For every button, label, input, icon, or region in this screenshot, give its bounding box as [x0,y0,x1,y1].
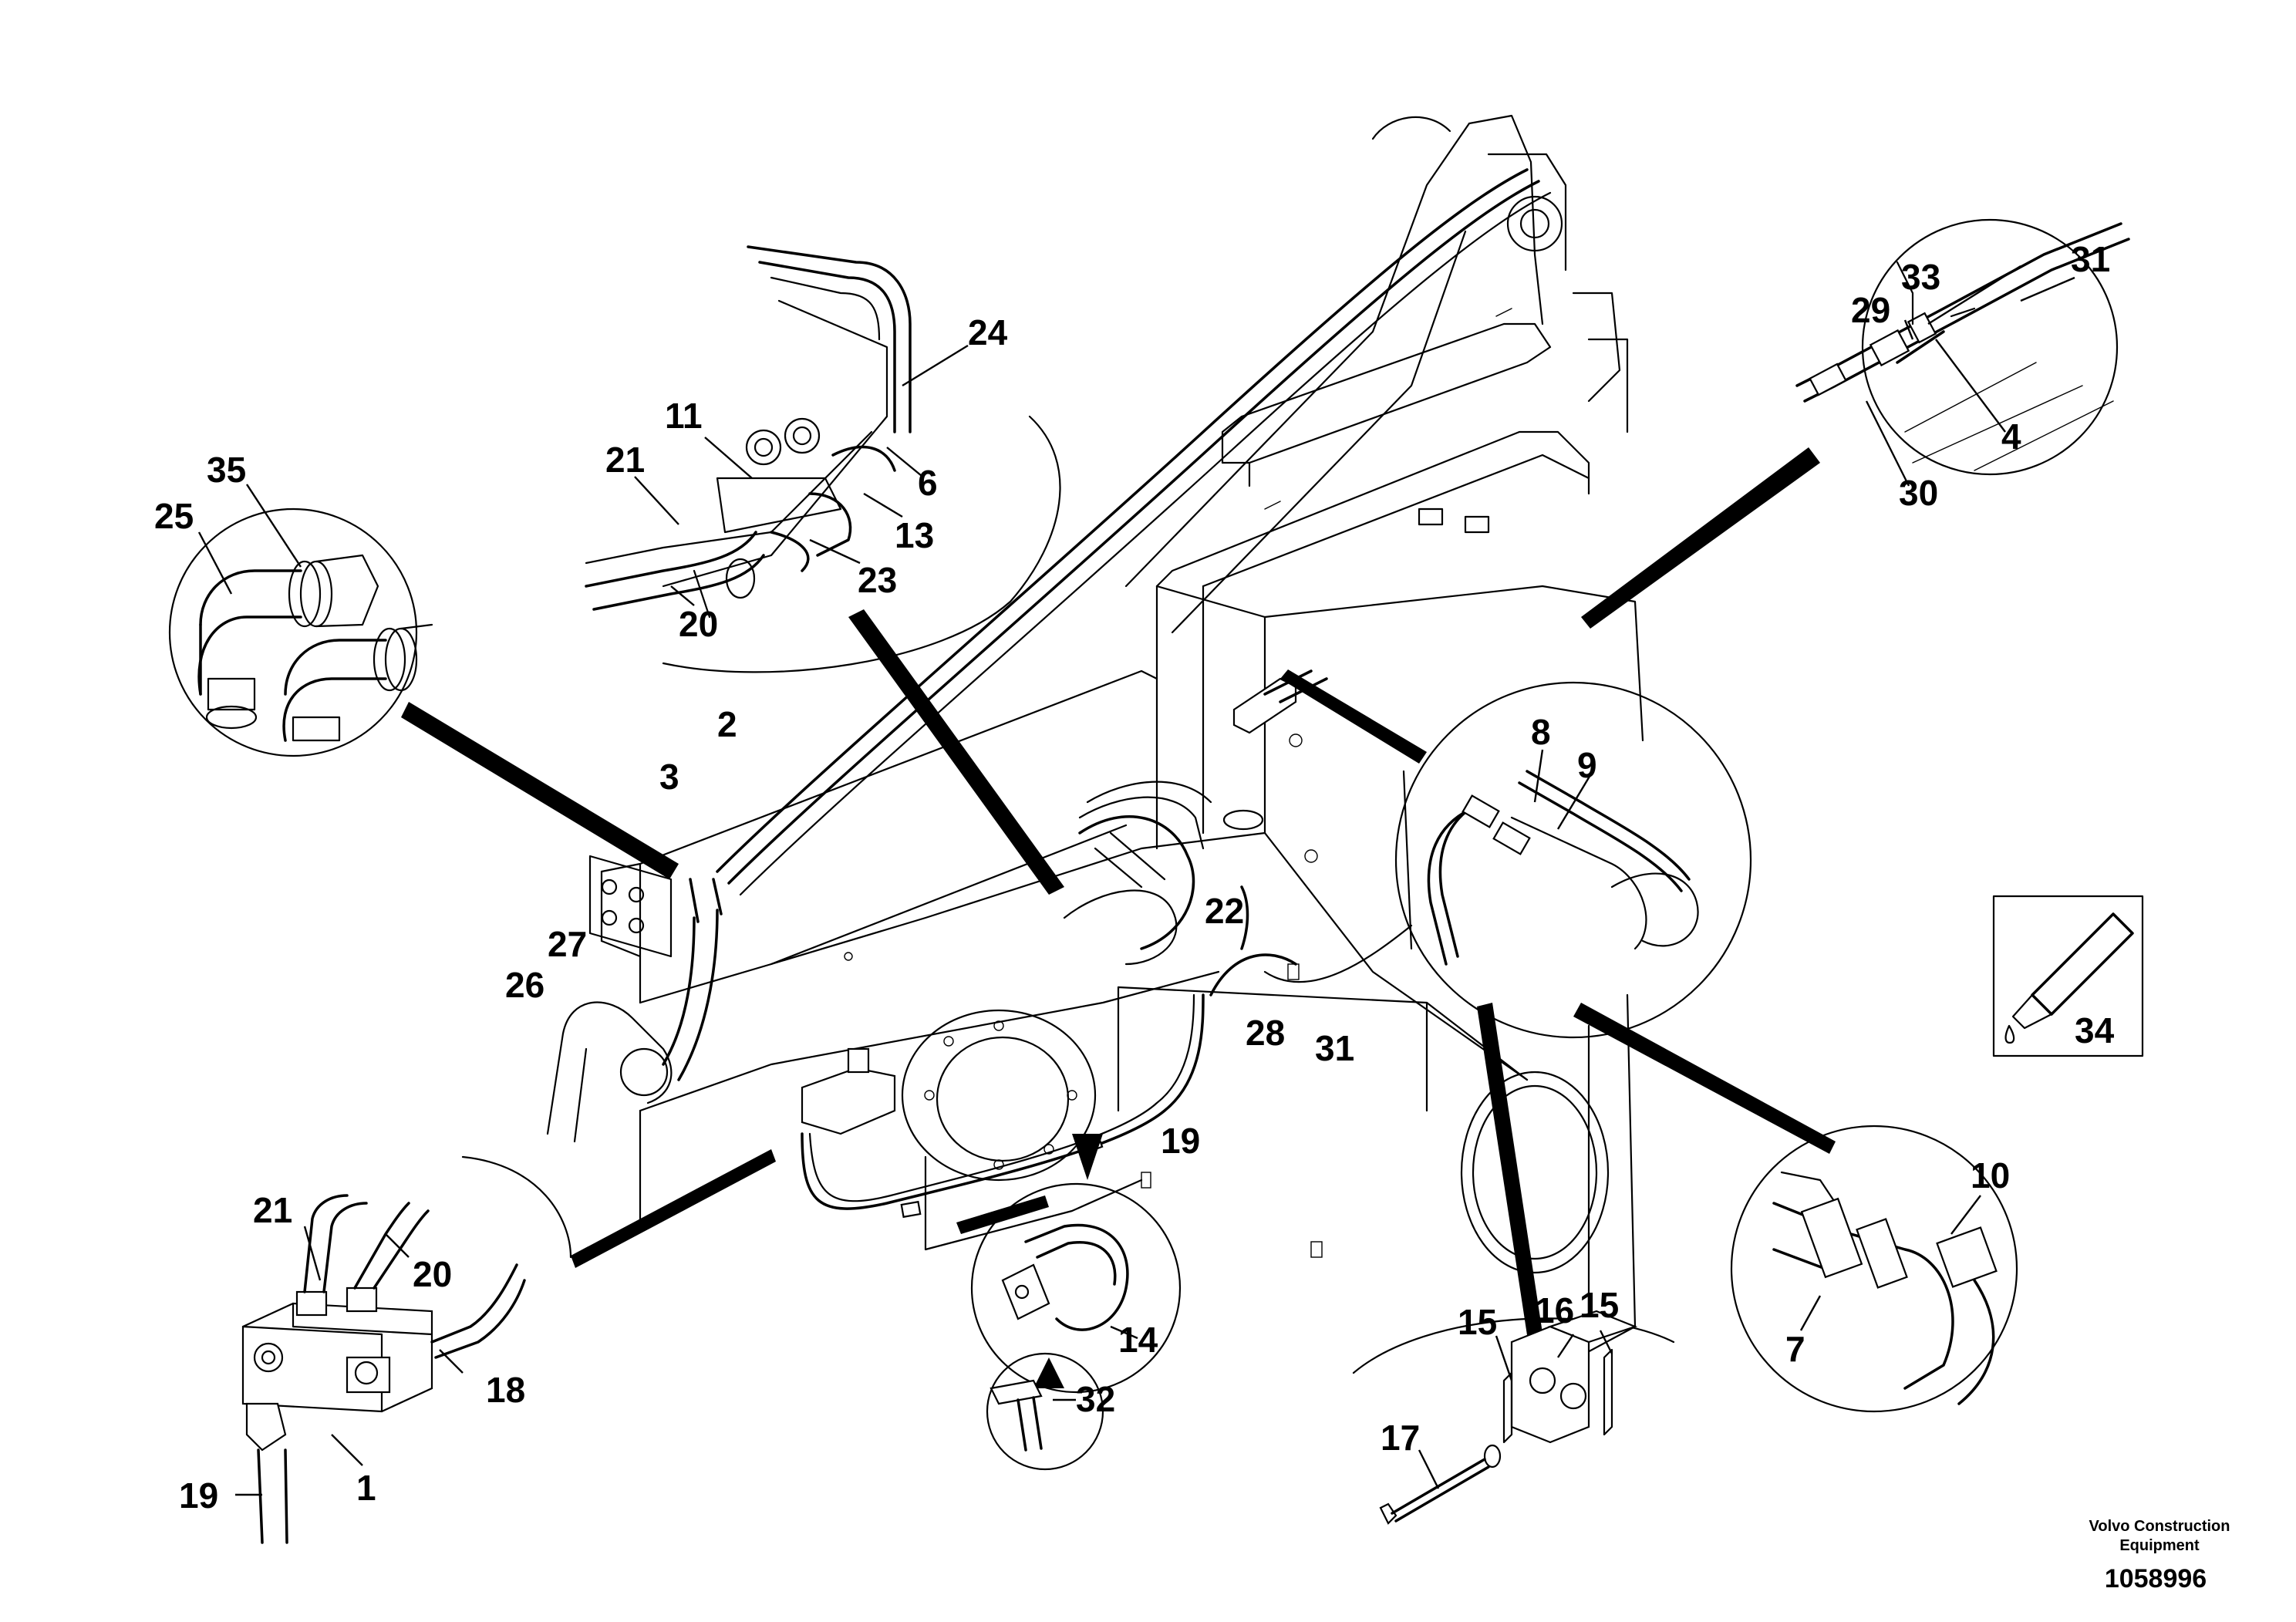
detail-elbow-fittings [168,484,679,879]
machine-frame-drawing [546,114,1644,1382]
label-2: 2 [717,704,737,744]
label-17: 17 [1381,1418,1420,1458]
label-31-top: 31 [2071,239,2110,279]
detail-hose-fitting [1581,218,2130,629]
label-20-top: 20 [679,604,718,644]
company-name-line2: Equipment [2119,1537,2200,1554]
label-1: 1 [356,1468,376,1508]
label-11: 11 [665,396,703,436]
label-9: 9 [1577,745,1597,785]
detail-valve-block [585,245,1064,895]
label-19-mid: 19 [1161,1121,1200,1161]
label-24: 24 [968,312,1008,352]
detail-clamp [956,1134,1182,1394]
label-32: 32 [1076,1379,1115,1419]
label-19-bottom: 19 [179,1475,218,1516]
label-15-left: 15 [1458,1302,1497,1342]
label-21-top: 21 [605,440,645,480]
label-3: 3 [659,757,679,797]
label-22: 22 [1205,891,1244,931]
detail-sealant-tube [1992,895,2144,1057]
label-25: 25 [154,496,194,536]
label-18: 18 [486,1370,525,1410]
label-13: 13 [895,515,934,555]
drawing-footer: Volvo Construction Equipment 1058996 [2089,1518,2230,1593]
label-26: 26 [505,965,544,1005]
detail-bolt [986,1352,1104,1471]
detail-hose-connection [1280,669,1836,1436]
part-labels: 35 25 11 21 24 6 13 23 20 2 3 27 26 22 2… [154,239,2115,1516]
label-10: 10 [1971,1155,2010,1195]
label-21-bottom: 21 [253,1190,292,1230]
label-30: 30 [1899,473,1938,513]
label-33: 33 [1901,257,1940,297]
label-28: 28 [1246,1013,1285,1053]
label-6: 6 [918,463,938,503]
label-31-mid: 31 [1315,1028,1354,1068]
label-34: 34 [2075,1010,2115,1050]
label-27: 27 [548,924,587,964]
label-8: 8 [1531,712,1551,752]
label-23: 23 [858,560,897,600]
label-4: 4 [2001,416,2021,457]
detail-swivel-fitting [1730,1125,2018,1413]
label-7: 7 [1785,1329,1805,1369]
label-35: 35 [207,450,246,490]
drawing-number: 1058996 [2105,1564,2207,1593]
detail-control-valve [235,1149,776,1544]
label-20-bottom: 20 [413,1254,452,1294]
label-29: 29 [1851,290,1890,330]
label-14: 14 [1118,1320,1158,1360]
label-15-right: 15 [1580,1285,1619,1325]
detail-clamp-block [1352,1310,1675,1525]
company-name-line1: Volvo Construction [2089,1518,2230,1535]
label-16: 16 [1535,1290,1574,1330]
